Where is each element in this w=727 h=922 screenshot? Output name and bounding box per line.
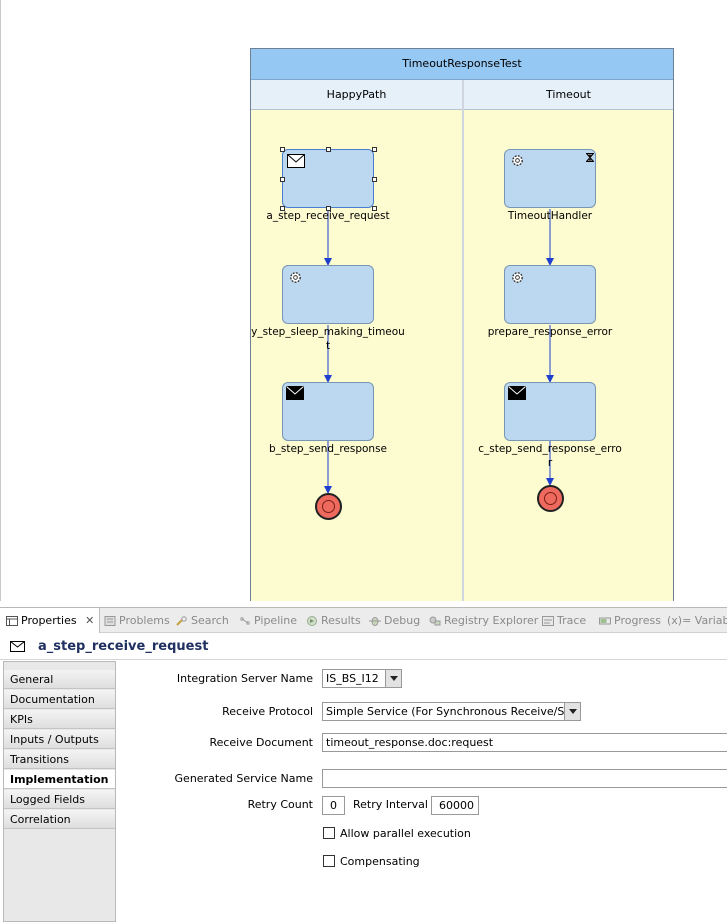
step-sleep-making-timeout[interactable] [282, 265, 374, 324]
nav-inputs-outputs[interactable]: Inputs / Outputs [4, 730, 115, 749]
tab-trace[interactable]: Trace [542, 608, 586, 633]
tab-debug[interactable]: Debug [369, 608, 420, 633]
envelope-icon [287, 154, 305, 168]
selection-handle[interactable] [280, 206, 285, 211]
envelope-filled-icon [286, 386, 304, 400]
properties-icon [6, 616, 18, 626]
tab-properties[interactable]: Properties ✕ [0, 608, 100, 633]
retry-count-label: Retry Count [247, 798, 313, 811]
selection-handle[interactable] [372, 147, 377, 152]
retry-interval-field[interactable]: 60000 [431, 796, 479, 815]
tab-results[interactable]: Results [306, 608, 361, 633]
envelope-icon [10, 641, 25, 652]
step-label-continued: t [325, 340, 331, 352]
pipeline-icon [240, 617, 250, 625]
search-icon [176, 616, 187, 626]
nav-general[interactable]: General [4, 670, 115, 689]
receive-document-label: Receive Document [209, 736, 313, 749]
tab-label: Properties [21, 614, 77, 627]
chevron-down-icon[interactable] [385, 670, 401, 687]
tab-label: Progress [614, 614, 661, 627]
nav-logged-fields[interactable]: Logged Fields [4, 790, 115, 809]
close-icon[interactable]: ✕ [85, 614, 95, 627]
tab-problems[interactable]: Problems [104, 608, 170, 633]
tab-label: Debug [384, 614, 421, 627]
generated-service-field[interactable] [322, 769, 727, 788]
selected-element-title: a_step_receive_request [38, 639, 209, 654]
step-label-continued: r [547, 457, 553, 469]
tab-registry-explorer[interactable]: Registry Explorer [429, 608, 538, 633]
allow-parallel-label: Allow parallel execution [340, 827, 471, 840]
generated-service-label: Generated Service Name [174, 772, 313, 785]
tab-label: Registry Explorer [444, 614, 539, 627]
chevron-down-icon[interactable] [564, 703, 580, 720]
selection-handle[interactable] [372, 206, 377, 211]
nav-transitions[interactable]: Transitions [4, 750, 115, 769]
pool-title: TimeoutResponseTest [251, 49, 673, 80]
compensating-label: Compensating [340, 855, 420, 868]
tab-search[interactable]: Search [176, 608, 229, 633]
compensating-checkbox[interactable] [323, 855, 335, 867]
view-tab-bar: Properties ✕ Problems Search Pipeline Re… [0, 607, 727, 633]
step-label: prepare_response_error [487, 326, 613, 338]
step-label: TimeoutHandler [507, 210, 593, 222]
tab-progress[interactable]: Progress [599, 608, 661, 633]
results-icon [307, 616, 317, 626]
receive-protocol-label: Receive Protocol [222, 705, 313, 718]
lane-header-happypath[interactable]: HappyPath [251, 80, 462, 110]
retry-interval-label: Retry Interval [353, 798, 428, 811]
nav-documentation[interactable]: Documentation [4, 690, 115, 709]
gear-icon [512, 272, 523, 283]
problems-icon [104, 616, 116, 626]
server-name-label: Integration Server Name [176, 672, 313, 685]
properties-sections-nav: General Documentation KPIs Inputs / Outp… [3, 661, 116, 922]
hourglass-icon [586, 153, 594, 162]
nav-kpis[interactable]: KPIs [4, 710, 115, 729]
step-label: y_step_sleep_making_timeou [251, 326, 405, 338]
server-name-value: IS_BS_I12 [326, 672, 379, 685]
tab-label: Search [191, 614, 229, 627]
envelope-filled-icon [508, 386, 526, 400]
gear-icon [290, 272, 301, 283]
allow-parallel-checkbox[interactable] [323, 827, 335, 839]
connectors [324, 209, 554, 494]
trace-icon [542, 616, 554, 626]
step-label: b_step_send_response [268, 443, 388, 455]
selection-handle[interactable] [280, 177, 285, 182]
selection-handle[interactable] [326, 147, 331, 152]
nav-implementation[interactable]: Implementation [4, 770, 115, 789]
bug-icon [369, 617, 381, 626]
step-send-response-error[interactable] [504, 382, 596, 441]
properties-header: a_step_receive_request [0, 634, 727, 660]
step-label: c_step_send_response_erro [478, 443, 622, 455]
progress-icon [599, 617, 611, 625]
tab-label: Pipeline [254, 614, 298, 627]
step-prepare-response-error[interactable] [504, 265, 596, 324]
step-timeout-handler[interactable] [504, 149, 596, 208]
nav-correlation[interactable]: Correlation [4, 810, 115, 829]
tab-label: Results [321, 614, 361, 627]
tab-label: Problems [119, 614, 170, 627]
step-receive-request[interactable] [282, 149, 374, 208]
server-name-select[interactable]: IS_BS_I12 [322, 669, 402, 688]
registry-icon [429, 616, 441, 626]
receive-protocol-value: Simple Service (For Synchronous Receive/… [326, 705, 581, 718]
tab-label: Trace [557, 614, 587, 627]
lane-divider [462, 80, 464, 601]
tab-pipeline[interactable]: Pipeline [239, 608, 297, 633]
receive-protocol-select[interactable]: Simple Service (For Synchronous Receive/… [322, 702, 581, 721]
retry-count-field[interactable]: 0 [322, 796, 345, 815]
process-editor-canvas[interactable]: TimeoutResponseTest HappyPath Timeout a_… [0, 0, 727, 601]
receive-document-field[interactable]: timeout_response.doc:request [322, 733, 727, 752]
step-label: a_step_receive_request [266, 210, 390, 222]
end-event[interactable] [315, 493, 342, 520]
gear-icon [512, 155, 523, 166]
lane-header-timeout[interactable]: Timeout [464, 80, 673, 110]
selection-handle[interactable] [280, 147, 285, 152]
end-event[interactable] [537, 485, 564, 512]
step-send-response[interactable] [282, 382, 374, 441]
selection-handle[interactable] [326, 206, 331, 211]
tab-variables[interactable]: (x)= Variables [667, 614, 727, 627]
selection-handle[interactable] [372, 177, 377, 182]
